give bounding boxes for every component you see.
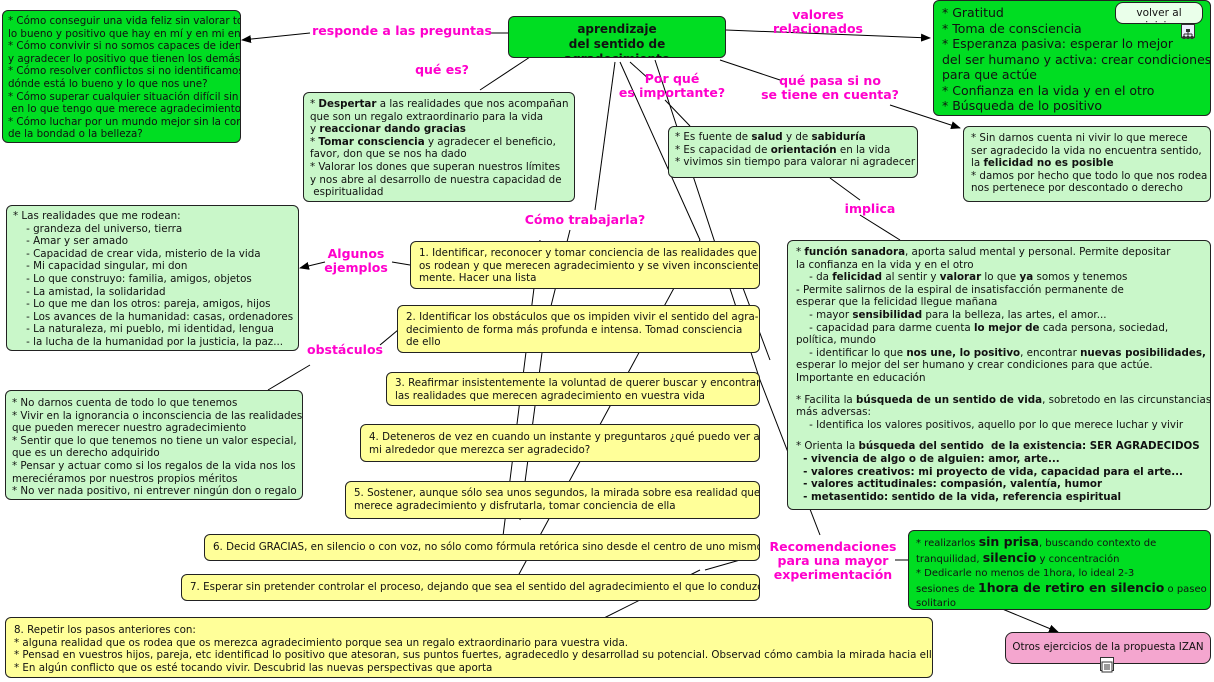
label-por-que: Por qué es importante? — [618, 71, 726, 100]
label-obstaculos: obstáculos — [306, 342, 383, 357]
center-node: aprendizaje del sentido de agradecimient… — [508, 16, 726, 58]
no-cuenta-node: * Sin darnos cuenta ni vivir lo que mere… — [963, 126, 1211, 202]
paso-2: 2. Identificar los obstáculos que os imp… — [397, 305, 760, 353]
label-que-pasa: qué pasa si no se tiene en cuenta? — [761, 73, 899, 102]
que-es-node: * Despertar a las realidades que nos aco… — [303, 92, 575, 202]
paso-1: 1. Identificar, reconocer y tomar concie… — [410, 241, 760, 289]
preguntas-node: * Cómo conseguir una vida feliz sin valo… — [2, 10, 241, 143]
paso-7: 7. Esperar sin pretender controlar el pr… — [181, 574, 760, 601]
valores-node: * Gratitud * Toma de consciencia * Esper… — [933, 0, 1211, 116]
label-ejemplos: Algunos ejemplos — [324, 246, 388, 275]
label-implica: implica — [844, 201, 896, 216]
ejemplos-node: * Las realidades que me rodean: - grande… — [6, 205, 299, 351]
paso-5: 5. Sostener, aunque sólo sea unos segund… — [345, 481, 760, 519]
label-responde: responde a las preguntas — [312, 23, 492, 38]
paso-6: 6. Decid GRACIAS, en silencio o con voz,… — [204, 534, 760, 561]
paso-8: 8. Repetir los pasos anteriores con: * a… — [5, 617, 933, 678]
recomendaciones-node: * realizarlos sin prisa, buscando contex… — [908, 530, 1211, 610]
sitemap-icon[interactable] — [1181, 24, 1195, 39]
document-icon[interactable] — [1100, 657, 1114, 673]
obstaculos-node: * No darnos cuenta de todo lo que tenemo… — [5, 390, 303, 500]
volver-button[interactable]: volver al inicio — [1115, 2, 1203, 24]
importante-node: * Es fuente de salud y de sabiduría * Es… — [668, 126, 918, 178]
implica-node: * función sanadora, aporta salud mental … — [787, 240, 1211, 510]
label-recomendaciones: Recomendaciones para una mayor experimen… — [769, 539, 897, 582]
label-que-es: qué es? — [415, 62, 469, 77]
paso-4: 4. Deteneros de vez en cuando un instant… — [360, 424, 760, 462]
paso-3: 3. Reafirmar insistentemente la voluntad… — [386, 372, 760, 406]
label-valores: valores relacionados — [773, 7, 863, 36]
label-como: Cómo trabajarla? — [524, 212, 646, 227]
